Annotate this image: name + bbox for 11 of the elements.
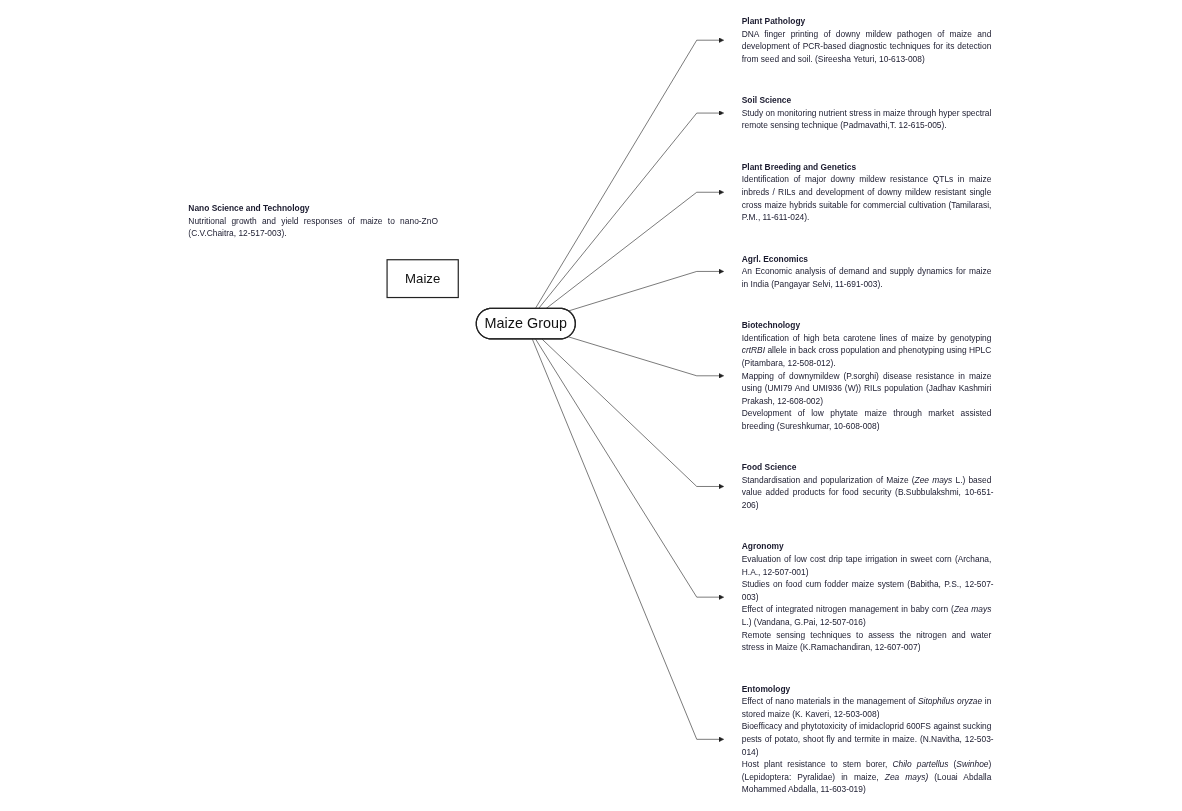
topic-text: Biotechnology Identification of high beta carotene lines of maize by genotyping crtRBI allele in back cross population and phenotyping using HPLC (Pitambara, 12-508-012). Mapping of downymildew (P.sorghi) disease resistance in maize using (UMI79 And UMI936 (W)) RILs population (Jadhav Kashmiri Prakash, 12-608-002) Development of low phytate maize through market assisted breeding (Sureshkumar, 10-608-008) — [741, 320, 992, 431]
topic-text: Soil Science Study on monitoring nutrient stress in maize through hyper spectral remote sensing technique (Padmavathi,T. 12-615-005). — [741, 95, 992, 131]
topic-text: Nano Science and Technology Nutritional growth and yield responses of maize to nano-ZnO (C.V.Chaitra, 12-517-003). — [188, 203, 438, 239]
topic-text: Plant Breeding and Genetics Identification of major downy mildew resistance QTLs in maize inbreds / RILs and development of downy mildew resistant single cross maize hybrids suitable for commercial cultivation (Tamilarasi, P.M., 11-611-024). — [741, 161, 992, 222]
topic-text: Plant Pathology DNA finger printing of downy mildew pathogen of maize and development of PCR-based diagnostic techniques for its detection from seed and soil. (Sireesha Yeturi, 10-613-008) — [741, 16, 992, 64]
title-box: Maize — [386, 259, 459, 299]
topic-text: Food Science Standardisation and popularization of Maize (Zee mays L.) based value added products for food security (B.Subbulakshmi, 10-651-206) — [741, 462, 994, 510]
topic-text: Entomology Effect of nano materials in the management of Sitophilus oryzae in stored maize (K. Kaveri, 12-503-008) Bioefficacy and phytotoxicity of imidacloprid 600FS against sucking pests of potato, shoot fly and termite in maize. (N.Navitha, 12-503-014) Host plant resistance to stem borer, Chilo partellus (Swinhoe) (Lepidoptera: Pyralidae) in maize, Zea mays) (Louai Abdalla Mohammed Abdalla, 11-603-019) — [741, 683, 994, 795]
central-oval: Maize Group — [475, 307, 576, 340]
topic-text: Agrl. Economics An Economic analysis of demand and supply dynamics for maize in India (Pangayar Selvi, 11-691-003). — [741, 253, 992, 289]
topic-text: Agronomy Evaluation of low cost drip tape irrigation in sweet corn (Archana, H.A., 12-507-001) Studies on food cum fodder maize system (Babitha, P.S., 12-507-003) Effect of integrated nitrogen management in baby corn (Zea mays L.) (Vandana, G.Pai, 12-507-016) Remote sensing techniques to assess the nitrogen and water stress in Maize (K.Ramachandiran, 12-607-007) — [741, 541, 994, 653]
